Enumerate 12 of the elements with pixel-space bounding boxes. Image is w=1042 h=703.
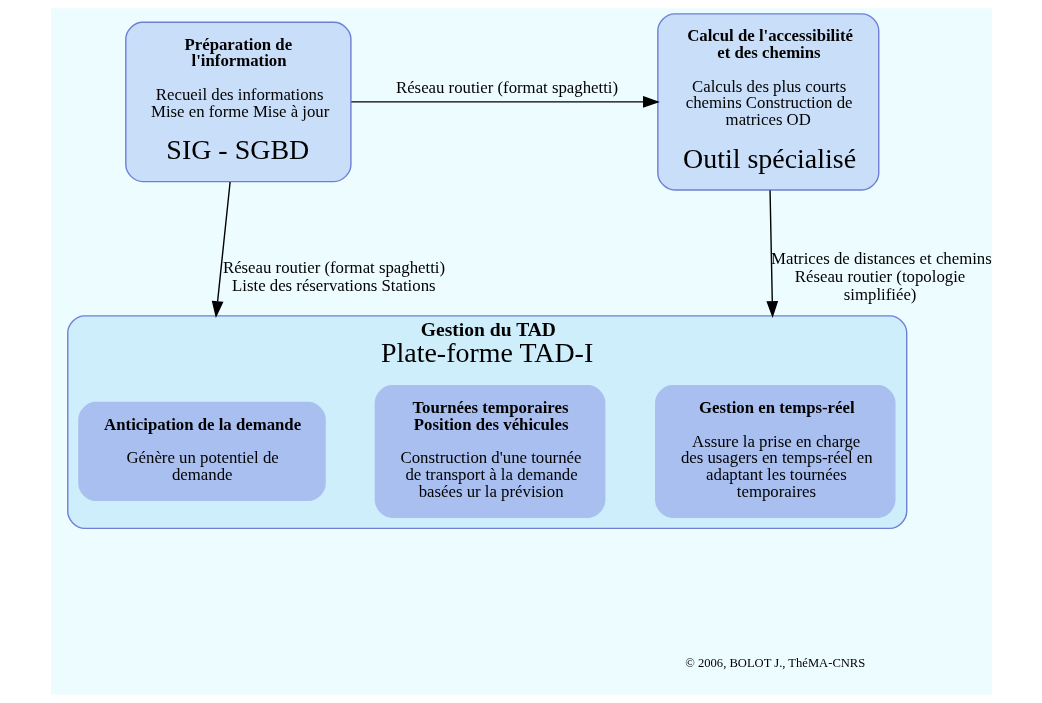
edge-label: Matrices de distances et chemins Réseau routier (topologie simplifiée) [770, 248, 992, 304]
label: © 2006, BOLOT J., ThéMA-CNRS [684, 656, 865, 671]
node-box: Gestion en temps-réel Assure la prise en charge des usagers en temps-réel en adaptant les tournées temporaires [654, 385, 896, 518]
edge-label: Réseau routier (format spaghetti) [395, 77, 618, 97]
node-box: Tournées temporaires Position des véhicules Construction d'une tournée de transport à la demande basées ur la prévision [374, 385, 605, 518]
arrow [350, 96, 660, 108]
node-box: Préparation de l'information Recueil des informations Mise en forme Mise à jour SIG - SGBD [124, 21, 352, 183]
edge-label: Réseau routier (format spaghetti) Liste des réservations Stations [222, 257, 445, 295]
node-box: Anticipation de la demande Génère un potentiel de demande [77, 401, 326, 502]
arrow [765, 189, 778, 318]
arrow [211, 181, 231, 318]
node-box: Calcul de l'accessibilité et des chemins Calculs des plus courts chemins Construction de matrices OD Outil spécialisé [656, 13, 879, 191]
